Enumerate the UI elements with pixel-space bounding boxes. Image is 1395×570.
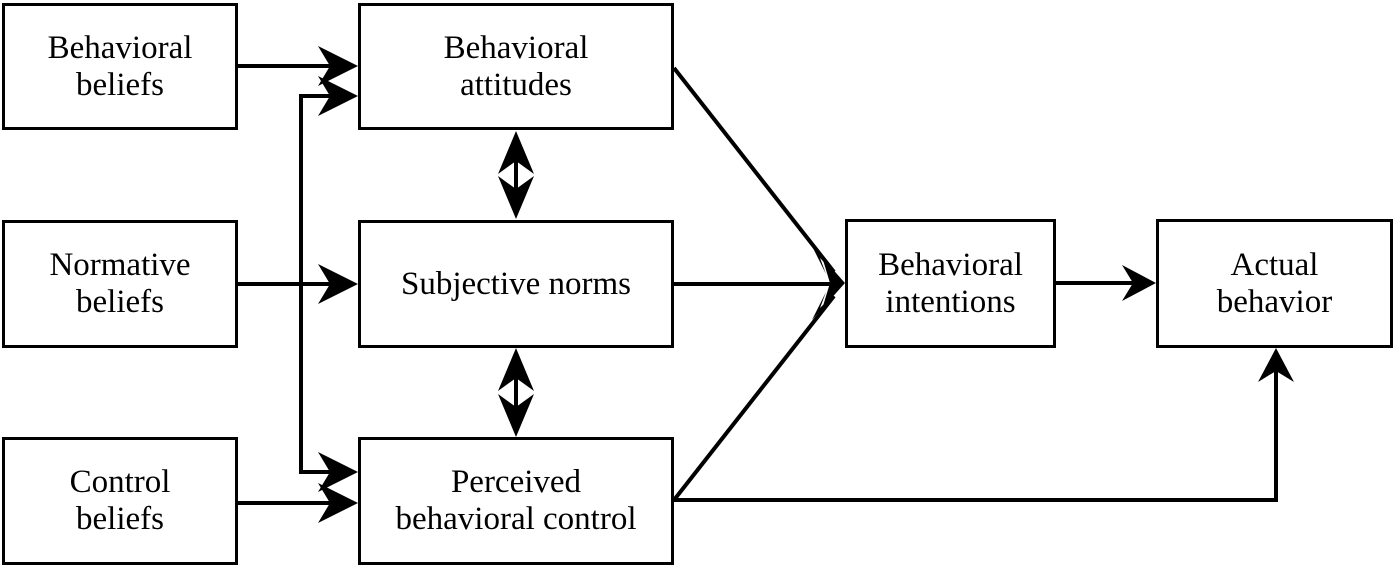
arrowhead-into-actual-behavior-left (1122, 265, 1156, 301)
edge-control-to-intentions (672, 294, 836, 502)
arrowhead-perceived-control-down (498, 394, 534, 437)
arrowhead-into-attitudes-bottom (318, 76, 358, 116)
node-behavioral-attitudes[interactable]: Behavioral attitudes (358, 3, 674, 130)
arrowhead-into-attitudes-top (318, 46, 358, 86)
node-behavioral-intentions[interactable]: Behavioral intentions (845, 219, 1056, 348)
arrowhead-attitudes-up (498, 131, 534, 174)
edge-attitudes-to-intentions (672, 66, 836, 274)
arrowhead-into-perceived-control-top (318, 452, 358, 492)
arrowhead-control-into-intentions (812, 283, 845, 320)
arrowhead-norms-down-upper (498, 176, 534, 219)
node-subjective-norms[interactable]: Subjective norms (358, 220, 674, 348)
node-perceived-behavioral-control[interactable]: Perceived behavioral control (358, 437, 674, 565)
node-actual-behavior[interactable]: Actual behavior (1156, 219, 1393, 348)
edge-branch-to-attitudes (299, 94, 340, 284)
arrowhead-norms-into-intentions (823, 260, 845, 306)
edge-arrowheads (318, 46, 1294, 523)
edge-control-to-actual-behavior (674, 366, 1278, 502)
arrowhead-norms-up (498, 348, 534, 391)
arrowhead-into-perceived-control-bottom (318, 483, 358, 523)
node-behavioral-beliefs[interactable]: Behavioral beliefs (2, 3, 238, 130)
arrowhead-into-subjective-norms (318, 264, 358, 304)
arrowhead-into-actual-behavior-bottom (1258, 348, 1294, 382)
arrowhead-attitudes-into-intentions (812, 246, 845, 283)
node-control-beliefs[interactable]: Control beliefs (2, 437, 238, 565)
edge-branch-to-perceived-control (299, 284, 340, 474)
node-normative-beliefs[interactable]: Normative beliefs (2, 220, 238, 348)
